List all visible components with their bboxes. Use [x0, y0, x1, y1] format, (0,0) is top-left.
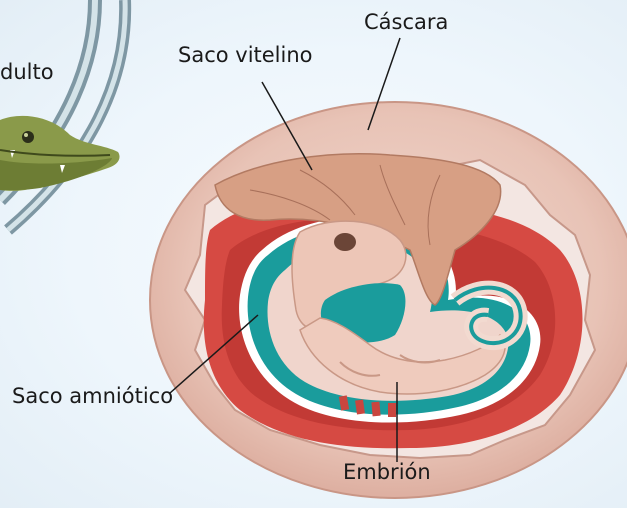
label-adult: dulto: [0, 62, 54, 83]
label-yolk-sac: Saco vitelino: [178, 45, 313, 66]
label-shell: Cáscara: [364, 12, 448, 33]
adult-crocodile-head: [0, 116, 120, 191]
background-tubes: [0, 0, 125, 230]
label-embryo: Embrión: [343, 462, 431, 483]
label-amniotic-sac: Saco amniótico: [12, 386, 173, 407]
